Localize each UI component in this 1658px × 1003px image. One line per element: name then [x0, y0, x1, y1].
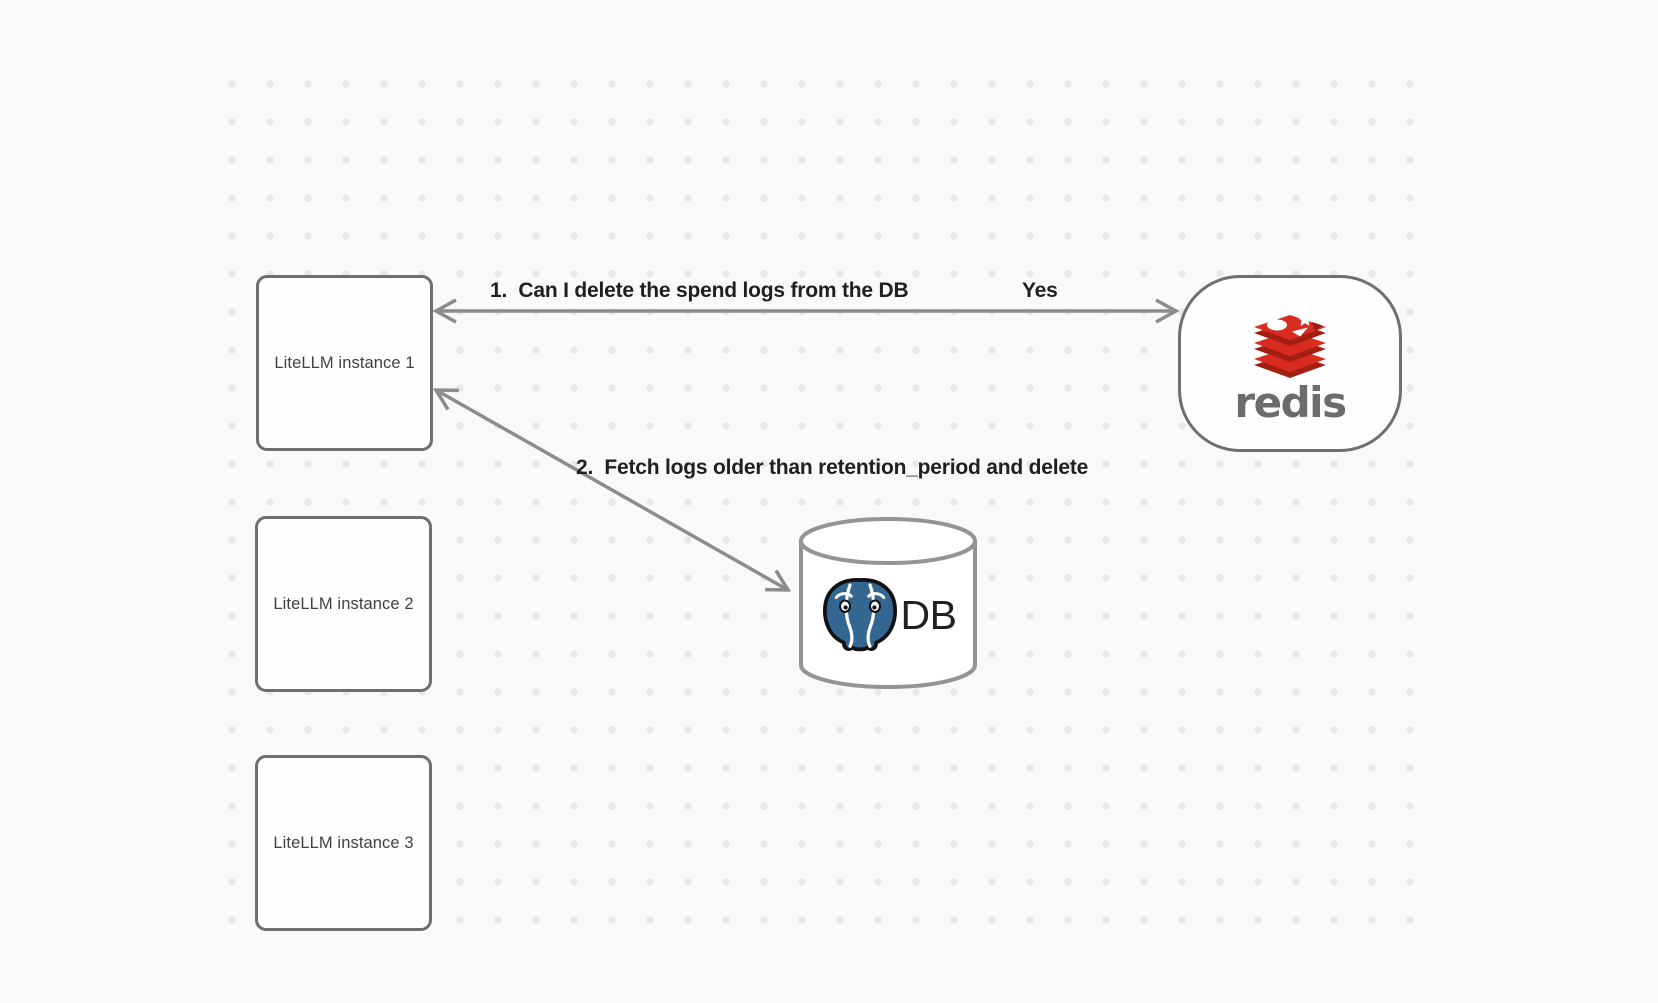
arrow-1-response-label: Yes — [1022, 279, 1058, 302]
node-label: LiteLLM instance 3 — [273, 833, 414, 852]
postgresql-elephant-icon — [822, 578, 897, 652]
db-node-content: DB — [795, 575, 981, 655]
node-postgres-db: DB — [795, 515, 981, 697]
node-litellm-instance-1: LiteLLM instance 1 — [256, 275, 433, 451]
node-redis: redis — [1178, 275, 1402, 452]
node-litellm-instance-2: LiteLLM instance 2 — [255, 516, 432, 692]
node-litellm-instance-3: LiteLLM instance 3 — [255, 755, 432, 931]
arrow-db-fetch-delete — [436, 390, 788, 590]
db-label: DB — [900, 591, 957, 638]
arrow-2-label: 2. Fetch logs older than retention_perio… — [576, 456, 1089, 479]
node-label: LiteLLM instance 1 — [274, 353, 415, 372]
arrow-1-label: 1. Can I delete the spend logs from the … — [490, 279, 909, 302]
redis-logo-icon — [1254, 311, 1326, 378]
node-label: LiteLLM instance 2 — [273, 594, 414, 613]
redis-wordmark: redis — [1234, 377, 1347, 427]
